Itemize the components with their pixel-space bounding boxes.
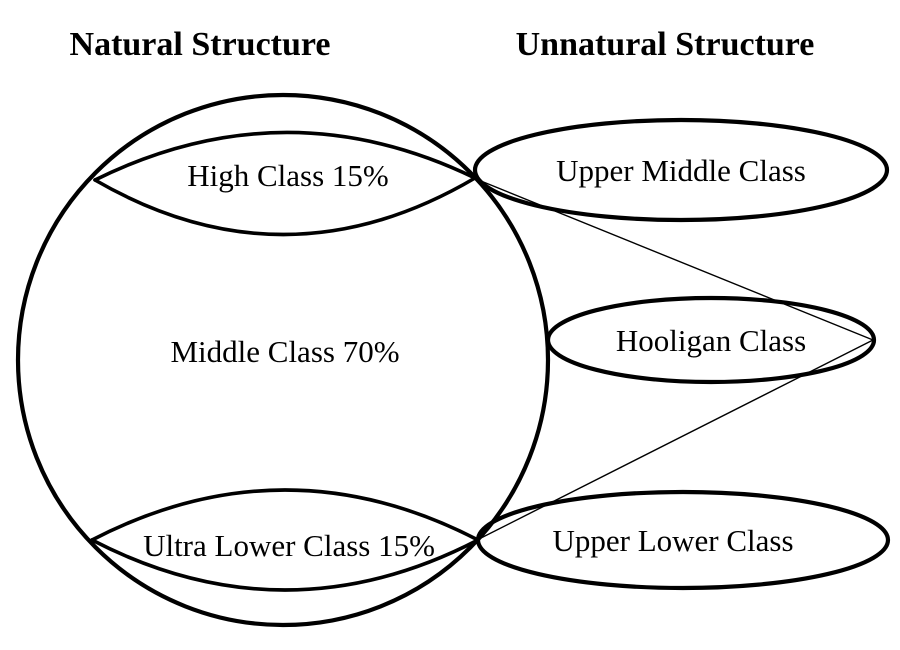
high-class-arc-top	[93, 130, 477, 182]
ultra-lower-class-arc-bottom	[90, 538, 480, 592]
label-upper-lower-class: Upper Lower Class	[552, 523, 793, 558]
unnatural-structure-group: Upper Middle Class Hooligan Class Upper …	[472, 117, 891, 591]
label-high-class: High Class 15%	[187, 158, 389, 193]
connector-hooligan-to-upper-lower	[478, 339, 874, 540]
natural-structure-group: High Class 15% Middle Class 70% Ultra Lo…	[15, 92, 551, 628]
label-ultra-lower-class: Ultra Lower Class 15%	[143, 528, 435, 563]
heading-unnatural-structure: Unnatural Structure	[516, 26, 815, 63]
connector-lines-group	[475, 178, 874, 540]
upper-middle-class-ellipse	[472, 117, 890, 223]
hooligan-class-ellipse	[545, 295, 877, 385]
label-middle-class: Middle Class 70%	[170, 334, 399, 369]
connector-upper-middle-to-hooligan	[475, 178, 874, 341]
upper-lower-class-ellipse	[475, 489, 891, 591]
label-hooligan-class: Hooligan Class	[616, 323, 806, 358]
natural-structure-circle	[15, 92, 551, 628]
high-class-arc-bottom	[93, 176, 477, 237]
heading-natural-structure: Natural Structure	[70, 26, 331, 63]
label-upper-middle-class: Upper Middle Class	[556, 153, 806, 188]
ultra-lower-class-arc-top	[90, 488, 480, 542]
